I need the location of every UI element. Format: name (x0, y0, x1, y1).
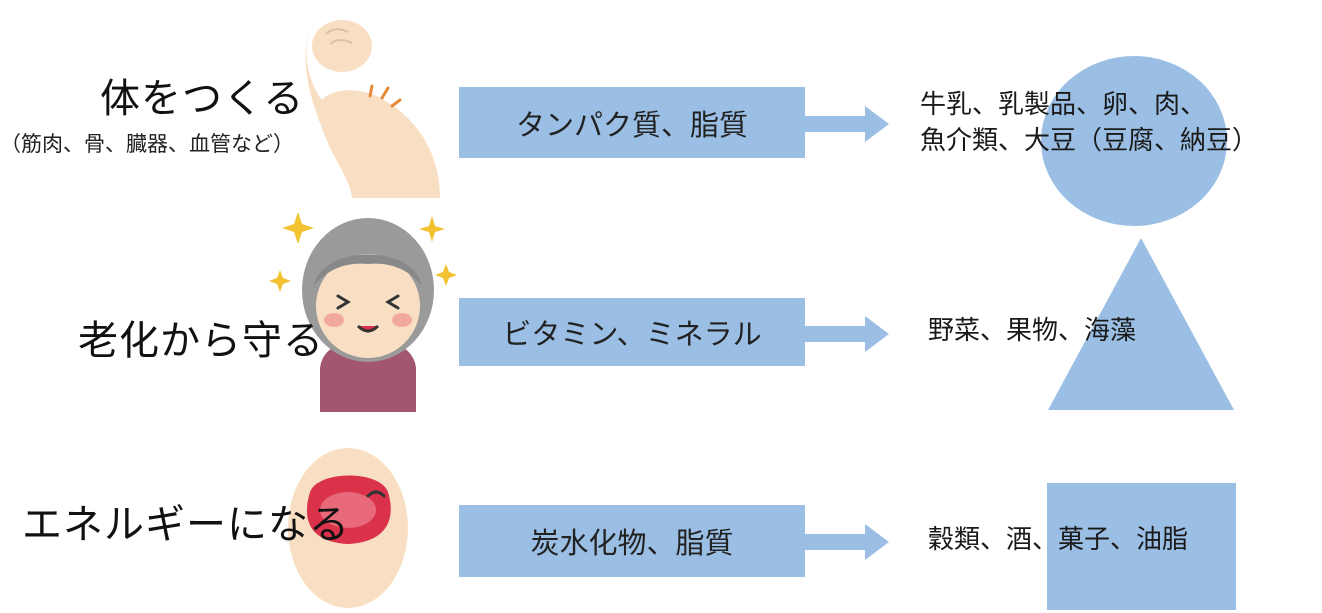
shape-circle (1041, 56, 1227, 226)
role-label-protect-aging: 老化から守る (78, 318, 324, 364)
arrow-right-icon (805, 314, 891, 354)
flexing-arm-icon (292, 8, 442, 198)
nutrient-box-vitamin: ビタミン、ミネラル (459, 298, 805, 366)
foods-protect-aging: 野菜、果物、海藻 (928, 316, 1137, 346)
shape-square (1047, 483, 1236, 610)
foods-energy: 穀類、酒、菓子、油脂 (928, 525, 1189, 555)
shape-triangle (1048, 238, 1234, 410)
role-detail-build-body: （筋肉、骨、臓器、血管など） (0, 132, 294, 156)
role-label-build-body: 体をつくる (100, 76, 305, 122)
nutrient-box-protein: タンパク質、脂質 (459, 87, 805, 158)
arrow-right-icon (805, 104, 891, 144)
nutrient-box-carbs: 炭水化物、脂質 (459, 505, 805, 577)
foods-build-body-line1: 牛乳、乳製品、卵、肉、 (920, 90, 1207, 120)
open-mouth-face-icon (288, 448, 408, 608)
arrow-right-icon (805, 522, 891, 562)
foods-build-body-line2: 魚介類、大豆（豆腐、納豆） (920, 126, 1259, 156)
smiling-grandmother-icon (268, 208, 468, 418)
role-label-energy: エネルギーになる (22, 502, 350, 548)
